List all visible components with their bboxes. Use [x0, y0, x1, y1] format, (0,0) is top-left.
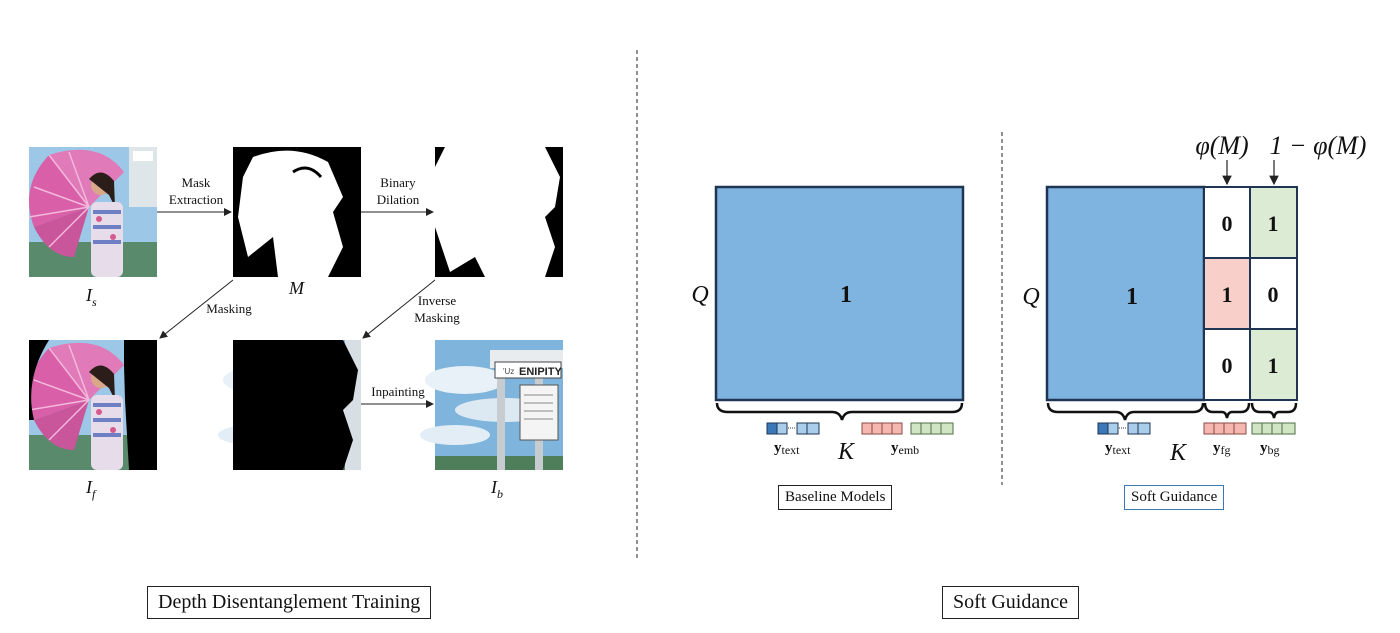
- sign-prefix: 'Uz: [503, 367, 514, 376]
- grid-cell-r3c2: 1: [1268, 353, 1279, 378]
- baseline-k-brace: [715, 402, 964, 421]
- foreground-image: [27, 338, 159, 472]
- mask-image: [233, 147, 361, 277]
- source-image: [27, 145, 159, 279]
- baseline-q-label: Q: [691, 282, 708, 308]
- soft-fg-brace: [1203, 402, 1251, 419]
- soft-matrix-value: 1: [1126, 284, 1138, 310]
- label-inverse-masking-1: Inverse: [418, 293, 456, 308]
- soft-guidance-sublabel: Soft Guidance: [1124, 485, 1225, 510]
- baseline-attention-matrix: [714, 185, 965, 402]
- grid-cell-r1c2: 1: [1268, 211, 1279, 236]
- soft-token-text-label: ytext: [1105, 440, 1131, 457]
- label-inpainting: Inpainting: [371, 384, 425, 399]
- grid-cell-r2c1: 1: [1222, 282, 1233, 307]
- label-inverse-masking-2: Masking: [414, 310, 460, 325]
- soft-guidance-grid: [1203, 186, 1298, 401]
- soft-bg-brace: [1250, 402, 1298, 419]
- inpainted-background-image: 'Uz ENIPITY: [420, 340, 563, 470]
- grid-cell-r2c2: 0: [1268, 282, 1279, 307]
- label-source: Is: [85, 285, 97, 309]
- baseline-token-emb-label: yemb: [891, 440, 919, 457]
- grid-cell-r3c1: 0: [1222, 353, 1233, 378]
- label-binary-dilation-2: Dilation: [377, 192, 420, 207]
- soft-q-label: Q: [1022, 284, 1039, 310]
- baseline-token-emb: [861, 422, 954, 435]
- soft-attention-matrix: [1045, 185, 1206, 402]
- col-header-one-minus-phi: 1 − φ(M): [1270, 131, 1367, 160]
- label-foreground: If: [85, 477, 97, 501]
- soft-token-text: [1097, 422, 1151, 435]
- soft-token-bg-label: ybg: [1260, 440, 1280, 457]
- label-mask-extraction-2: Extraction: [169, 192, 224, 207]
- col-header-phi: φ(M): [1195, 131, 1248, 160]
- label-background: Ib: [490, 477, 503, 501]
- left-panel-caption: Depth Disentanglement Training: [147, 586, 432, 619]
- soft-token-bg: [1251, 422, 1296, 435]
- baseline-matrix-value: 1: [840, 282, 852, 308]
- arrow-masking: [159, 279, 234, 339]
- dilated-mask-image: [435, 147, 563, 277]
- baseline-token-text: [766, 422, 820, 435]
- label-mask: M: [288, 278, 305, 298]
- soft-token-fg: [1203, 422, 1247, 435]
- baseline-token-text-label: ytext: [774, 440, 800, 457]
- sign-text: ENIPITY: [519, 366, 562, 378]
- arrow-inverse-masking: [362, 279, 436, 339]
- soft-token-fg-label: yfg: [1213, 440, 1231, 457]
- soft-k-label: K: [1169, 440, 1188, 466]
- masked-background-image: [218, 340, 361, 470]
- grid-cell-r1c1: 0: [1222, 211, 1233, 236]
- label-mask-extraction-1: Mask: [182, 175, 211, 190]
- soft-text-brace: [1046, 402, 1205, 421]
- baseline-models-label: Baseline Models: [778, 485, 893, 510]
- right-panel-caption: Soft Guidance: [942, 586, 1079, 619]
- label-masking: Masking: [206, 301, 252, 316]
- baseline-k-label: K: [837, 439, 856, 465]
- label-binary-dilation-1: Binary: [380, 175, 416, 190]
